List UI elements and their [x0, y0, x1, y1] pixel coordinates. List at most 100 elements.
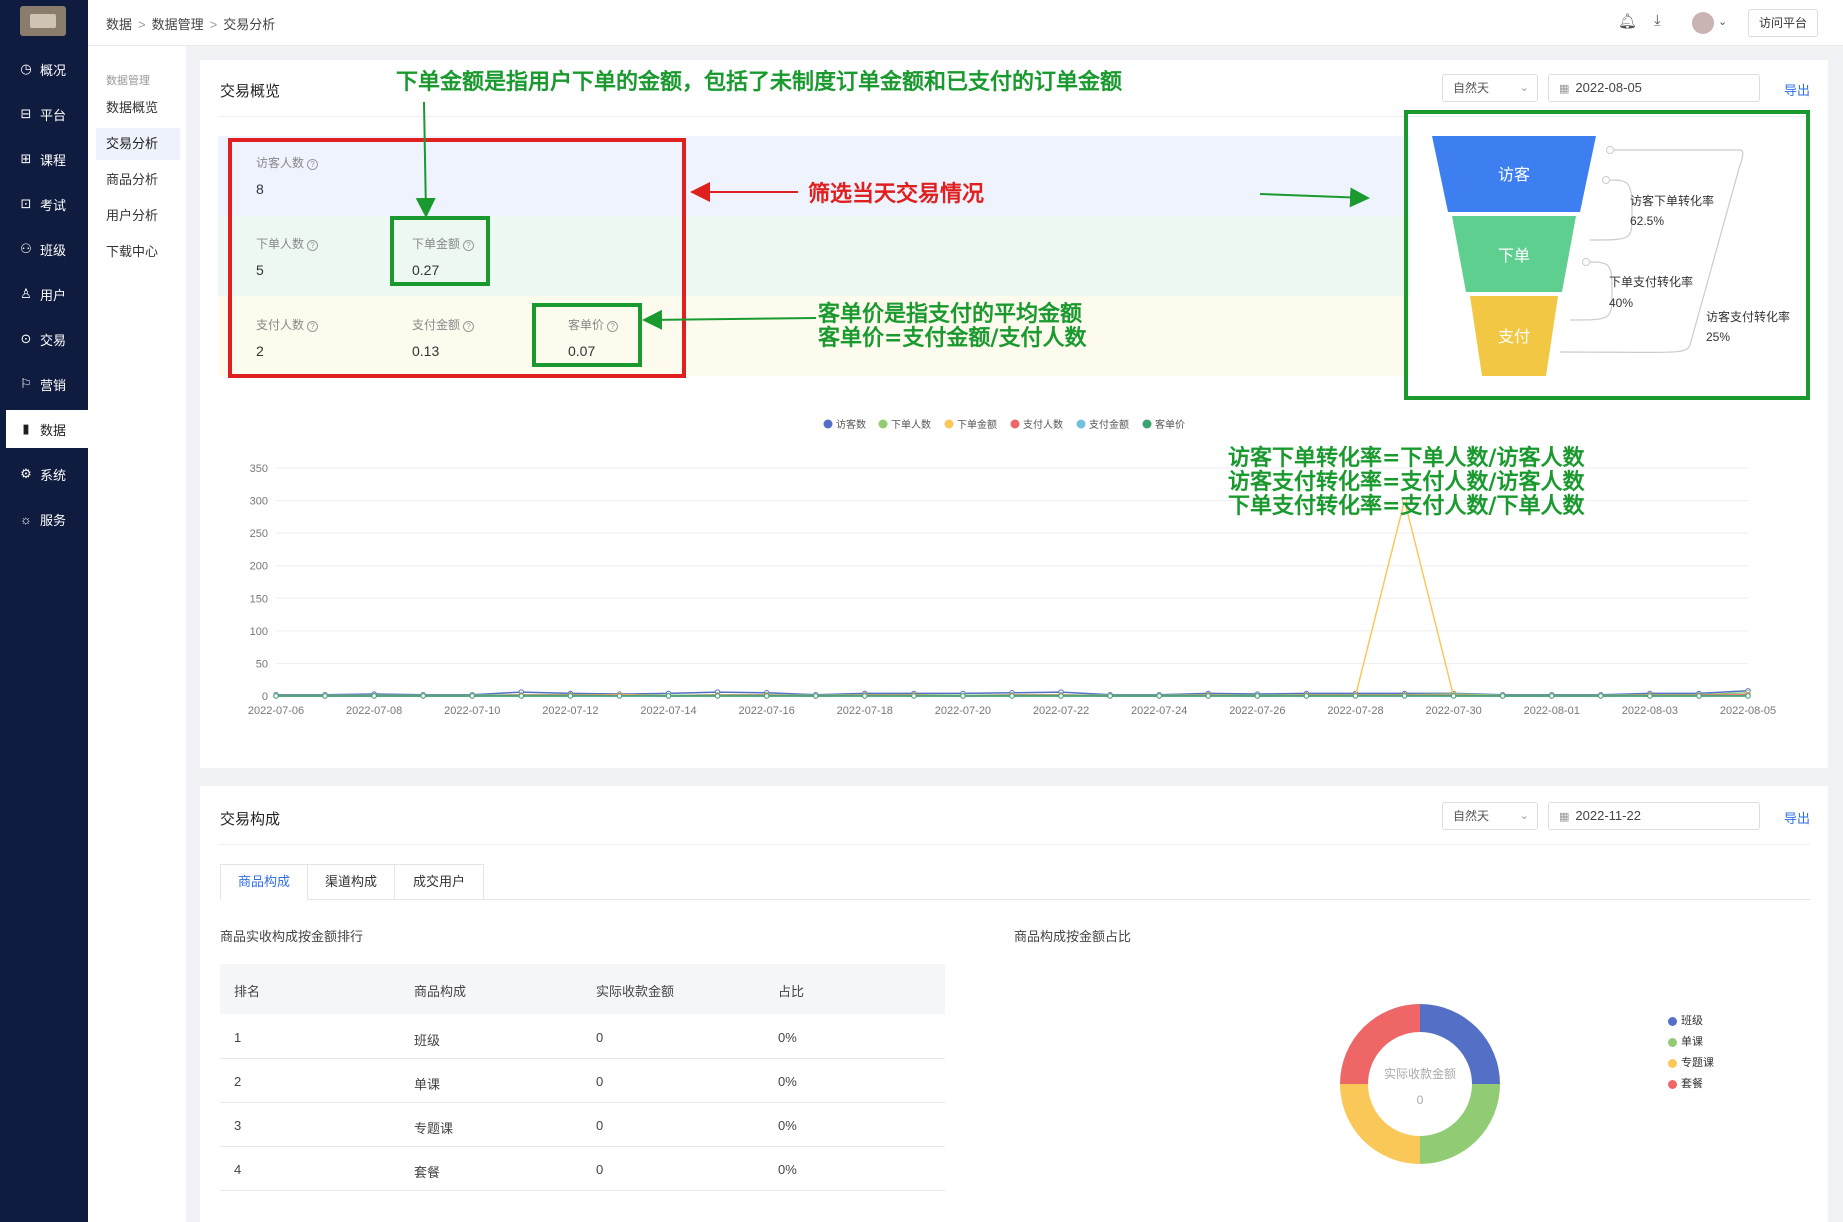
data-point[interactable] — [1352, 693, 1359, 699]
data-point[interactable] — [1254, 693, 1261, 699]
download-icon[interactable]: ⤓ — [1654, 12, 1661, 29]
data-point[interactable] — [714, 693, 721, 699]
legend-marker[interactable] — [1076, 419, 1086, 429]
legend-label: 班级 — [1681, 1015, 1703, 1027]
data-point[interactable] — [1450, 693, 1457, 699]
legend-marker[interactable] — [878, 419, 888, 429]
donut-slice[interactable] — [1420, 1004, 1500, 1084]
sidebar-item[interactable]: ⊙交易 — [0, 320, 88, 358]
legend-label[interactable]: 下单金额 — [957, 418, 997, 431]
visit-platform-button[interactable]: 访问平台 — [1748, 9, 1818, 37]
help-icon[interactable]: ? — [463, 240, 475, 251]
sidebar-item[interactable]: ⊞课程 — [0, 140, 88, 178]
subnav-item[interactable]: 下载中心 — [106, 244, 159, 259]
donut-slice[interactable] — [1340, 1084, 1420, 1164]
legend-marker[interactable] — [1010, 419, 1020, 429]
export-link[interactable]: 导出 — [1784, 811, 1811, 826]
sidebar-item[interactable]: ⚐营销 — [0, 365, 88, 403]
data-point[interactable] — [518, 693, 525, 699]
data-point[interactable] — [1598, 693, 1604, 699]
subnav-item[interactable]: 交易分析 — [96, 128, 180, 160]
breadcrumb-item[interactable]: 数据 — [106, 17, 133, 32]
subnav-item[interactable]: 商品分析 — [106, 172, 159, 187]
pie-legend-item[interactable]: 班级 — [1668, 1012, 1703, 1028]
tab-product[interactable]: 商品构成 — [220, 864, 308, 900]
sidebar-item[interactable]: ☼服务 — [0, 500, 88, 538]
data-point[interactable] — [1058, 693, 1064, 699]
sidebar-item[interactable]: ◷概况 — [0, 50, 88, 88]
pie-legend-item[interactable]: 套餐 — [1668, 1075, 1703, 1091]
sidebar-item[interactable]: ⊟平台 — [0, 95, 88, 133]
logo[interactable] — [20, 6, 66, 36]
data-point[interactable] — [1745, 693, 1751, 699]
sidebar-item[interactable]: ⊡考试 — [0, 185, 88, 223]
help-icon[interactable]: ? — [307, 159, 319, 170]
legend-label[interactable]: 支付人数 — [1023, 418, 1063, 431]
table-cell: 1 — [234, 1030, 242, 1045]
data-point[interactable] — [1647, 693, 1653, 699]
data-point[interactable] — [273, 693, 279, 699]
legend-label[interactable]: 访客数 — [836, 418, 866, 431]
legend-label[interactable]: 支付金额 — [1089, 418, 1129, 431]
pie-legend-item[interactable]: 专题课 — [1668, 1054, 1714, 1070]
x-tick-label: 2022-07-30 — [1425, 705, 1481, 717]
data-point[interactable] — [371, 693, 377, 699]
data-point[interactable] — [813, 693, 819, 699]
help-icon[interactable]: ? — [607, 321, 619, 332]
pie-legend-item[interactable]: 单课 — [1668, 1033, 1703, 1049]
data-point[interactable] — [763, 693, 770, 699]
help-icon[interactable]: ? — [307, 240, 319, 251]
sidebar-item[interactable]: ▮数据 — [6, 410, 88, 448]
period-select[interactable]: 自然天⌄ — [1442, 74, 1538, 102]
bell-icon[interactable]: 🔔︎ — [1618, 13, 1638, 30]
data-point[interactable] — [665, 693, 672, 699]
legend-marker[interactable] — [823, 419, 833, 429]
rate-value: 62.5% — [1630, 214, 1665, 228]
date-picker[interactable]: ▦2022-08-05 — [1548, 74, 1760, 102]
avatar[interactable] — [1692, 12, 1714, 34]
donut-slice[interactable] — [1420, 1084, 1500, 1164]
help-icon[interactable]: ? — [463, 321, 475, 332]
date-picker[interactable]: ▦2022-11-22 — [1548, 802, 1760, 830]
column-header: 占比 — [778, 984, 805, 999]
data-point[interactable] — [960, 693, 966, 699]
data-point[interactable] — [616, 693, 623, 699]
data-point[interactable] — [1696, 693, 1702, 699]
data-point[interactable] — [1499, 693, 1506, 699]
data-point[interactable] — [1303, 693, 1310, 699]
data-point[interactable] — [1156, 693, 1162, 699]
legend-label[interactable]: 下单人数 — [891, 418, 931, 431]
data-point[interactable] — [322, 693, 328, 699]
sidebar-item[interactable]: ⚙系统 — [0, 455, 88, 493]
table-cell: 套餐 — [414, 1165, 441, 1180]
tab-customers[interactable]: 成交用户 — [394, 864, 484, 900]
data-point[interactable] — [469, 693, 475, 699]
data-point[interactable] — [1401, 693, 1408, 699]
data-point[interactable] — [567, 693, 574, 699]
legend-marker[interactable] — [944, 419, 954, 429]
subnav-item[interactable]: 数据概览 — [106, 100, 159, 115]
data-point[interactable] — [420, 693, 426, 699]
metric-value: 2 — [256, 343, 264, 359]
subnav-item[interactable]: 用户分析 — [106, 208, 159, 223]
data-point[interactable] — [911, 693, 917, 699]
period-select[interactable]: 自然天⌄ — [1442, 802, 1538, 830]
legend-label[interactable]: 客单价 — [1155, 418, 1185, 431]
breadcrumb-item[interactable]: 数据管理 — [151, 17, 204, 32]
help-icon[interactable]: ? — [307, 321, 319, 332]
tab-channel[interactable]: 渠道构成 — [307, 864, 395, 900]
data-point[interactable] — [1205, 693, 1211, 699]
data-point[interactable] — [1401, 497, 1408, 504]
table-cell: 2 — [234, 1074, 242, 1089]
data-point[interactable] — [862, 693, 868, 699]
data-point[interactable] — [1107, 693, 1113, 699]
chevron-down-icon[interactable]: ⌄ — [1718, 16, 1728, 28]
data-point[interactable] — [1549, 693, 1555, 699]
data-point[interactable] — [1009, 693, 1015, 699]
export-link[interactable]: 导出 — [1784, 83, 1811, 98]
sidebar-item[interactable]: ⚇班级 — [0, 230, 88, 268]
donut-slice[interactable] — [1340, 1004, 1420, 1084]
legend-marker[interactable] — [1142, 419, 1152, 429]
sidebar-item[interactable]: ♙用户 — [0, 275, 88, 313]
x-tick-label: 2022-08-05 — [1720, 705, 1776, 717]
